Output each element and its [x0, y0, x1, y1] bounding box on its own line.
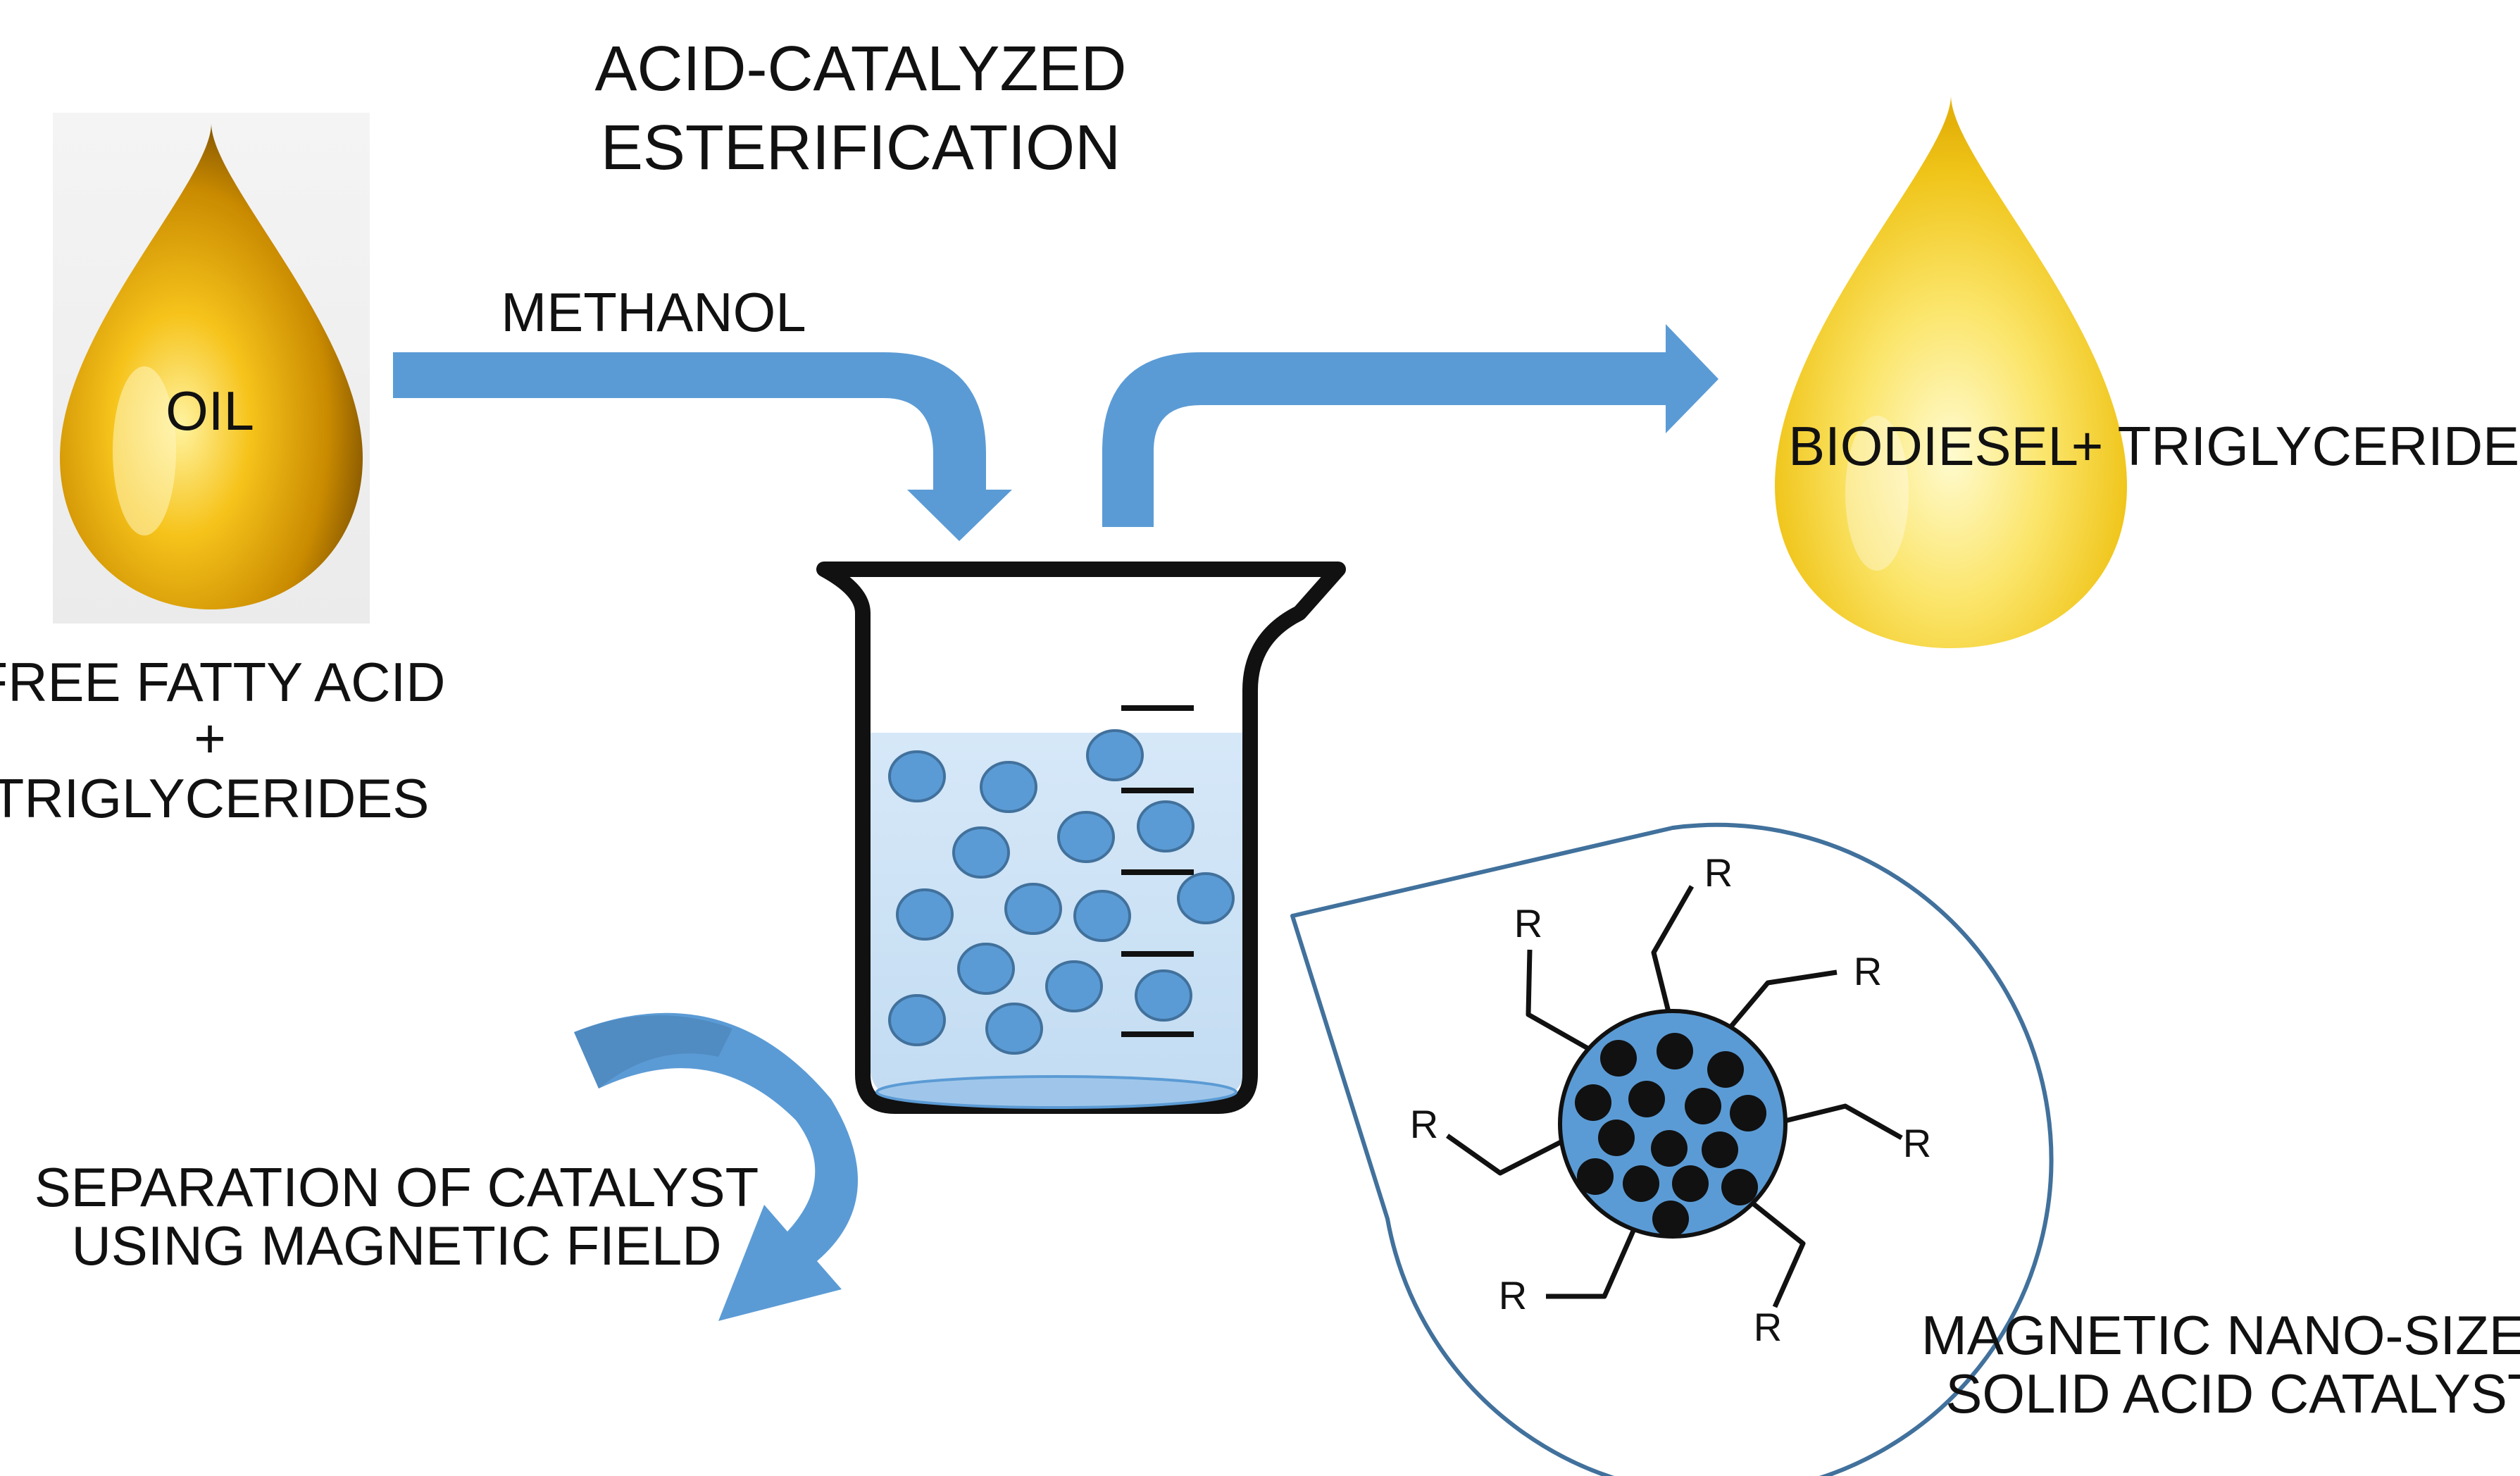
r-group-label: R: [1903, 1121, 1931, 1165]
separation-line-2: USING MAGNETIC FIELD: [71, 1215, 721, 1277]
catalyst-bead: [1073, 890, 1131, 942]
feed-plus: +: [194, 707, 226, 769]
catalyst-bead: [1057, 811, 1115, 863]
catalyst-bead: [985, 1003, 1043, 1055]
r-group-label: R: [1704, 850, 1733, 895]
magnetic-core: [1623, 1165, 1659, 1202]
separation-line-1: SEPARATION OF CATALYST: [35, 1156, 759, 1218]
magnetic-core: [1702, 1131, 1738, 1168]
catalyst-bead: [980, 761, 1037, 813]
catalyst-bead: [1137, 800, 1194, 852]
oil-label: OIL: [166, 380, 254, 442]
beaker-graduation-marks: [1121, 705, 1194, 1037]
oil-drop-highlight: [113, 366, 176, 535]
functional-group-chain: [1651, 885, 1695, 1015]
catalyst-bead: [1135, 969, 1192, 1022]
feed-line-1: FREE FATTY ACID: [0, 651, 445, 713]
catalyst-bead: [1004, 883, 1062, 935]
magnetic-core: [1651, 1130, 1688, 1167]
catalyst-bead: [952, 826, 1010, 879]
catalyst-bead: [1177, 872, 1235, 924]
functional-group-chain: [1526, 949, 1592, 1053]
functional-group-chain: [1748, 1199, 1806, 1308]
functional-group-chain: [1716, 969, 1838, 1043]
title-line-2: ESTERIFICATION: [601, 113, 1121, 183]
magnetic-core: [1657, 1033, 1693, 1069]
title-line-1: ACID-CATALYZED: [594, 34, 1126, 104]
catalyst-bead: [888, 994, 946, 1046]
outflow-arrow: [1102, 324, 1719, 527]
magnetic-nanoparticle: R R R R R R R: [1410, 850, 1931, 1349]
r-group-label: R: [1514, 901, 1542, 945]
inflow-arrow: [393, 352, 1012, 541]
methanol-label: METHANOL: [501, 281, 806, 343]
beaker-base-ellipse: [875, 1075, 1237, 1109]
biodiesel-drop: BIODIESEL: [1775, 95, 2127, 648]
biodiesel-drop-shape: [1775, 95, 2127, 648]
catalyst-bead: [896, 888, 954, 941]
magnetic-core: [1577, 1158, 1614, 1195]
magnetic-core: [1721, 1169, 1758, 1205]
magnetic-core: [1672, 1165, 1709, 1202]
r-group-label: R: [1499, 1273, 1527, 1317]
catalyst-bead: [957, 943, 1015, 995]
functional-group-chains: [1445, 885, 1903, 1308]
beaker: [816, 562, 1346, 1114]
magnetic-core: [1685, 1088, 1721, 1124]
feed-line-3: TRIGLYCERIDES: [0, 767, 429, 829]
functional-group-chain: [1546, 1212, 1644, 1299]
r-group-label: R: [1410, 1102, 1438, 1146]
magnetic-core: [1707, 1051, 1744, 1088]
magnetic-core: [1628, 1081, 1665, 1117]
functional-group-chain: [1445, 1134, 1566, 1176]
oil-drop: OIL: [53, 113, 370, 624]
magnetic-core: [1600, 1040, 1637, 1077]
biodiesel-label: BIODIESEL: [1788, 415, 2078, 477]
separation-arrow: [574, 1012, 859, 1321]
catalyst-bead: [1086, 729, 1144, 781]
magnetic-core: [1730, 1095, 1766, 1131]
catalyst-bead: [1045, 960, 1103, 1012]
magnetic-core: [1575, 1084, 1611, 1121]
magnetic-core: [1652, 1201, 1689, 1237]
catalyst-line-1: MAGNETIC NANO-SIZED: [1921, 1304, 2520, 1366]
r-group-label: R: [1854, 949, 1882, 993]
r-group-label: R: [1754, 1305, 1782, 1349]
catalyst-bead: [888, 750, 946, 802]
magnetic-core: [1598, 1120, 1635, 1156]
functional-group-chain: [1781, 1103, 1903, 1141]
magnetic-core-dots: [1575, 1033, 1766, 1237]
functional-group-labels: R R R R R R R: [1410, 850, 1931, 1349]
catalyst-line-2: SOLID ACID CATALYST: [1945, 1363, 2520, 1425]
beaker-body: [816, 562, 1346, 1114]
product-extra-label: + TRIGLYCERIDES: [2071, 415, 2520, 477]
catalyst-beads: [888, 729, 1235, 1055]
biodiesel-drop-shine: [1845, 416, 1909, 571]
separation-arrow-fold: [574, 1015, 732, 1089]
